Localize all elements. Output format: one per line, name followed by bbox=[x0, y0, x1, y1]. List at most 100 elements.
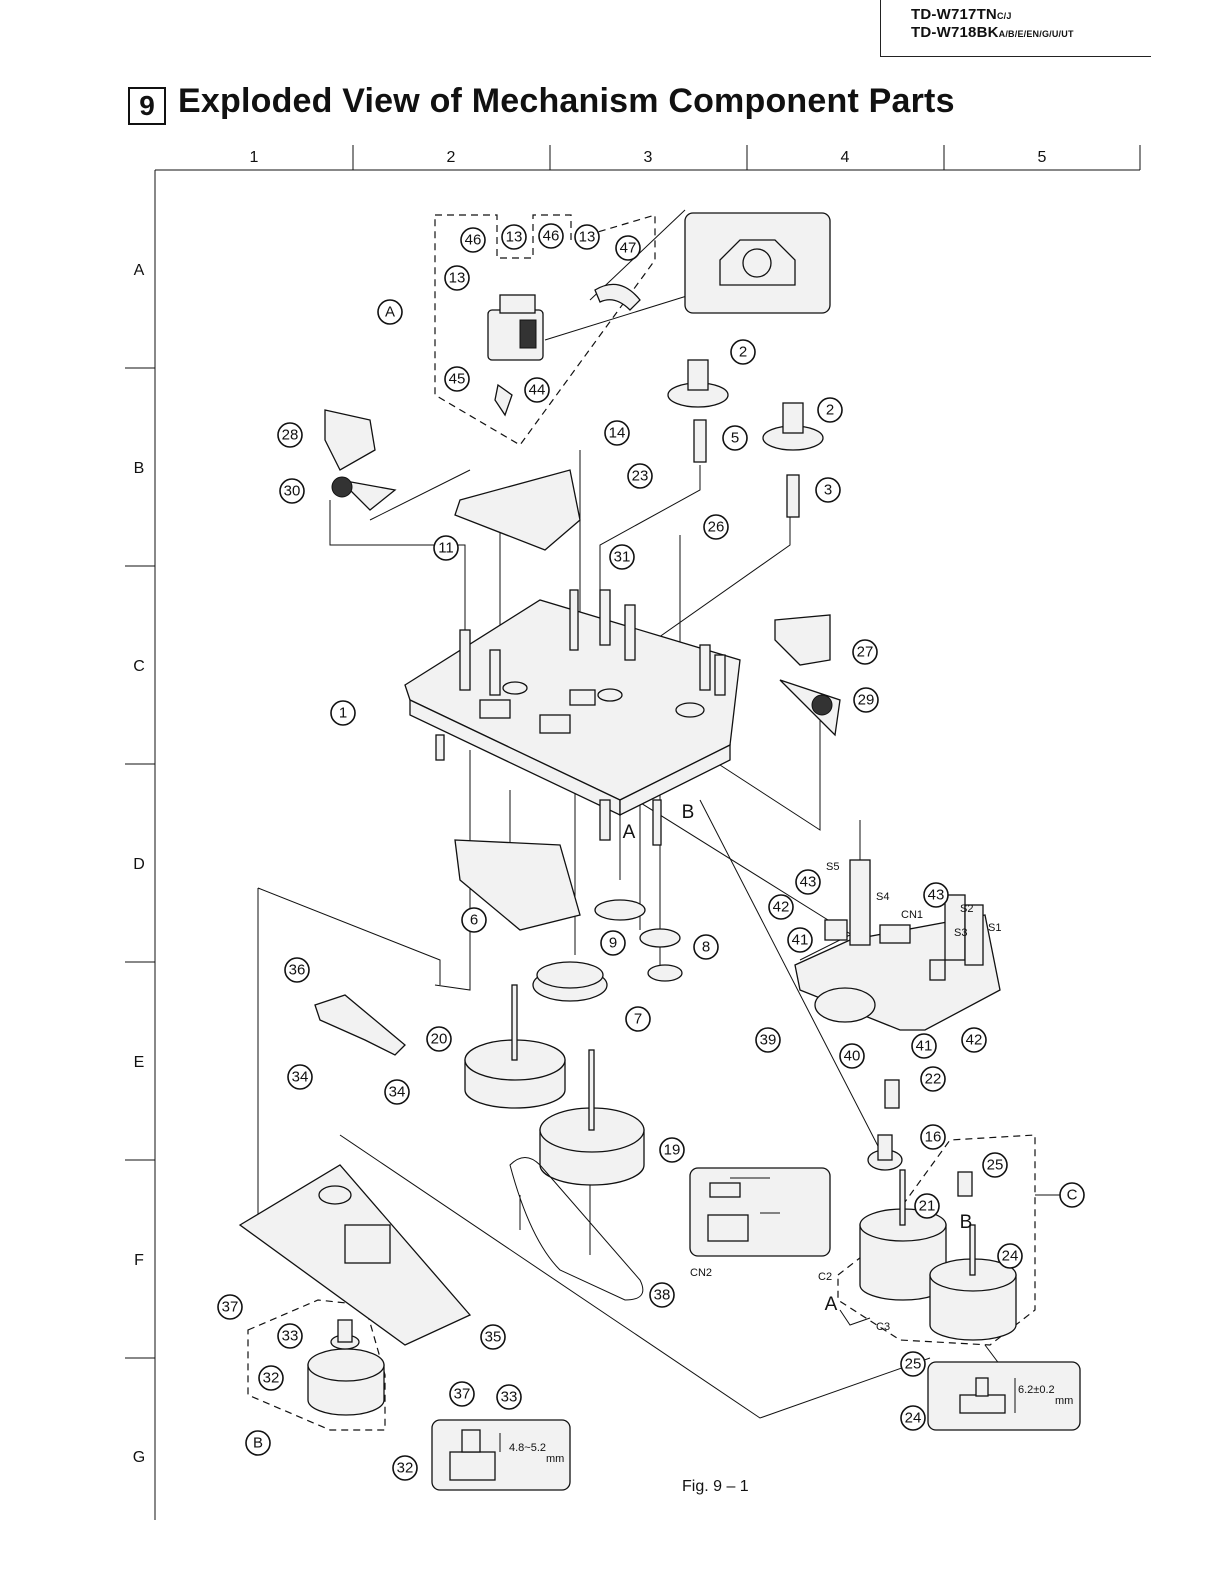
svg-text:47: 47 bbox=[620, 240, 637, 257]
svg-text:13: 13 bbox=[449, 270, 466, 287]
section-number: 9 bbox=[128, 87, 166, 125]
callout-20: 20 bbox=[426, 1026, 452, 1052]
svg-text:44: 44 bbox=[529, 382, 546, 399]
svg-text:28: 28 bbox=[282, 427, 299, 444]
grid-frame bbox=[125, 145, 1141, 1520]
callout-13-c: 13 bbox=[574, 224, 600, 250]
label-c3: C3 bbox=[876, 1321, 890, 1333]
grid-col-1: 1 bbox=[250, 149, 259, 166]
callout-44: 44 bbox=[524, 377, 550, 403]
svg-text:33: 33 bbox=[501, 1389, 518, 1406]
callout-11: 11 bbox=[433, 535, 459, 561]
callout-27: 27 bbox=[852, 639, 878, 665]
svg-text:45: 45 bbox=[449, 371, 466, 388]
callout-21: 21 bbox=[914, 1193, 940, 1219]
callout-33-motor: 33 bbox=[277, 1323, 303, 1349]
svg-text:30: 30 bbox=[284, 483, 301, 500]
callout-29: 29 bbox=[853, 687, 879, 713]
label-s4: S4 bbox=[876, 891, 889, 903]
grid-col-5: 5 bbox=[1038, 149, 1047, 166]
callout-19: 19 bbox=[659, 1137, 685, 1163]
reel-hubs bbox=[667, 359, 824, 518]
svg-text:13: 13 bbox=[579, 229, 596, 246]
head-plate bbox=[454, 469, 581, 551]
callout-16: 16 bbox=[920, 1124, 946, 1150]
dimension-25-24: 6.2±0.2 bbox=[1018, 1384, 1055, 1396]
svg-text:3: 3 bbox=[824, 482, 832, 499]
callout-32-motor: 32 bbox=[258, 1365, 284, 1391]
svg-text:38: 38 bbox=[654, 1287, 671, 1304]
grid-row-c: C bbox=[133, 658, 145, 675]
callout-46-left: 46 bbox=[460, 227, 486, 253]
callout-assembly-a: A bbox=[377, 299, 403, 325]
svg-text:39: 39 bbox=[760, 1032, 777, 1049]
callout-35: 35 bbox=[480, 1324, 506, 1350]
svg-text:7: 7 bbox=[634, 1011, 642, 1028]
model-number-2: TD-W718BKA/B/E/EN/G/U/UT bbox=[911, 24, 1074, 41]
figure-caption: Fig. 9 – 1 bbox=[682, 1478, 749, 1495]
callout-25-motor: 25 bbox=[982, 1152, 1008, 1178]
svg-text:43: 43 bbox=[800, 874, 817, 891]
svg-text:5: 5 bbox=[731, 430, 739, 447]
callout-5: 5 bbox=[722, 425, 748, 451]
callout-37-right: 37 bbox=[449, 1381, 475, 1407]
svg-text:26: 26 bbox=[708, 519, 725, 536]
callout-41-upper: 41 bbox=[787, 927, 813, 953]
callout-22: 22 bbox=[920, 1066, 946, 1092]
callout-28: 28 bbox=[277, 422, 303, 448]
callout-39: 39 bbox=[755, 1027, 781, 1053]
svg-text:2: 2 bbox=[826, 402, 834, 419]
svg-text:31: 31 bbox=[614, 549, 631, 566]
svg-text:27: 27 bbox=[857, 644, 874, 661]
capstan-motor bbox=[307, 1319, 385, 1416]
svg-text:13: 13 bbox=[506, 229, 523, 246]
callout-40: 40 bbox=[839, 1043, 865, 1069]
callout-42-upper: 42 bbox=[768, 894, 794, 920]
callout-41-lower: 41 bbox=[911, 1033, 937, 1059]
callout-34-left: 34 bbox=[287, 1064, 313, 1090]
svg-text:11: 11 bbox=[438, 540, 454, 557]
label-s2: S2 bbox=[960, 903, 973, 915]
callout-45: 45 bbox=[444, 366, 470, 392]
callout-24-inset: 24 bbox=[900, 1405, 926, 1431]
callout-23: 23 bbox=[627, 463, 653, 489]
svg-text:24: 24 bbox=[1002, 1248, 1019, 1265]
lower-plate bbox=[238, 1164, 472, 1346]
svg-text:2: 2 bbox=[739, 344, 747, 361]
svg-text:1: 1 bbox=[339, 705, 347, 722]
grid-col-2: 2 bbox=[447, 149, 456, 166]
callout-38: 38 bbox=[649, 1282, 675, 1308]
callout-assembly-c: C bbox=[1059, 1182, 1085, 1208]
pinch-roller-shaft bbox=[877, 1134, 893, 1161]
svg-text:6: 6 bbox=[470, 912, 478, 929]
grid-row-b: B bbox=[134, 460, 145, 477]
svg-text:23: 23 bbox=[632, 468, 649, 485]
svg-text:32: 32 bbox=[263, 1370, 280, 1387]
svg-text:42: 42 bbox=[966, 1032, 983, 1049]
callout-34-right: 34 bbox=[384, 1079, 410, 1105]
callout-42-lower: 42 bbox=[961, 1027, 987, 1053]
dimension-25-24-unit: mm bbox=[1055, 1395, 1073, 1407]
label-a-motor: A bbox=[825, 1294, 838, 1315]
flywheels bbox=[464, 984, 645, 1186]
brake-arms bbox=[324, 409, 841, 737]
label-b-junction: B bbox=[682, 802, 695, 823]
svg-text:9: 9 bbox=[609, 935, 617, 952]
gears bbox=[532, 899, 683, 1002]
dimension-33-32-unit: mm bbox=[546, 1453, 564, 1465]
svg-text:25: 25 bbox=[987, 1157, 1004, 1174]
callout-assembly-b: B bbox=[245, 1430, 271, 1456]
callout-43-right: 43 bbox=[923, 882, 949, 908]
label-s1: S1 bbox=[988, 922, 1001, 934]
detail-inset-33-32 bbox=[431, 1419, 571, 1491]
svg-text:41: 41 bbox=[792, 932, 809, 949]
svg-text:B: B bbox=[253, 1435, 263, 1452]
svg-text:C: C bbox=[1067, 1187, 1078, 1204]
callout-7: 7 bbox=[625, 1006, 651, 1032]
model-number-box: TD-W717TNC/J TD-W718BKA/B/E/EN/G/U/UT bbox=[880, 0, 1151, 57]
main-chassis bbox=[404, 589, 741, 846]
svg-text:46: 46 bbox=[543, 228, 560, 245]
callout-2-upper: 2 bbox=[730, 339, 756, 365]
detail-inset-cn2 bbox=[689, 1167, 831, 1257]
slider-plate bbox=[454, 839, 581, 931]
